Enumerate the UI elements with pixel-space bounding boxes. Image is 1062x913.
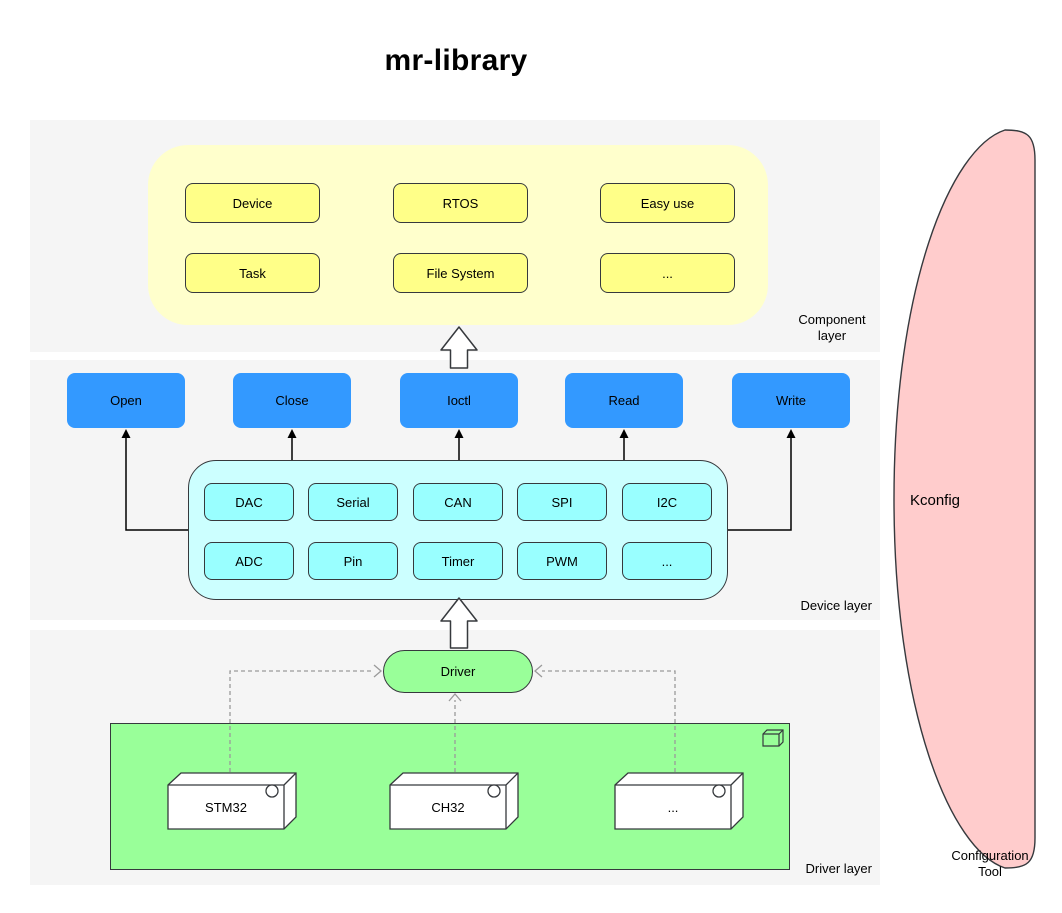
device-box-spi: SPI bbox=[517, 483, 607, 521]
mcu-chip-label: STM32 bbox=[205, 799, 247, 815]
device-box-pwm: PWM bbox=[517, 542, 607, 580]
mcu-chip-label: ... bbox=[667, 799, 679, 815]
cube-shape-icon bbox=[389, 772, 519, 830]
component-box-task: Task bbox=[185, 253, 320, 293]
device-box-timer: Timer bbox=[413, 542, 503, 580]
component-layer-label: Component layer bbox=[798, 312, 866, 343]
driver-layer-label: Driver layer bbox=[805, 861, 872, 876]
mcu-chip-label: CH32 bbox=[431, 799, 465, 815]
component-box-rtos: RTOS bbox=[393, 183, 528, 223]
device-box-can: CAN bbox=[413, 483, 503, 521]
kconfig-label: Kconfig bbox=[909, 492, 961, 509]
device-container: DAC Serial CAN SPI I2C ADC Pin Timer PWM… bbox=[188, 460, 728, 600]
component-container: Device RTOS Easy use Task File System ..… bbox=[148, 145, 768, 325]
device-layer-band: Open Close Ioctl Read Write DAC Serial C… bbox=[30, 360, 880, 620]
api-box-close: Close bbox=[233, 373, 351, 428]
device-box-more: ... bbox=[622, 542, 712, 580]
api-box-ioctl: Ioctl bbox=[400, 373, 518, 428]
device-box-pin: Pin bbox=[308, 542, 398, 580]
driver-node: Driver bbox=[383, 650, 533, 693]
configuration-tool-label: Configuration Tool bbox=[951, 848, 1029, 879]
component-layer-band: Device RTOS Easy use Task File System ..… bbox=[30, 120, 880, 352]
cube-shape-icon bbox=[614, 772, 744, 830]
component-box-device: Device bbox=[185, 183, 320, 223]
device-box-dac: DAC bbox=[204, 483, 294, 521]
api-box-write: Write bbox=[732, 373, 850, 428]
component-box-more: ... bbox=[600, 253, 735, 293]
module-cube-icon bbox=[762, 729, 784, 747]
diagram-title: mr-library bbox=[384, 44, 528, 77]
kconfig-shape bbox=[893, 129, 1036, 869]
device-box-i2c: I2C bbox=[622, 483, 712, 521]
api-box-open: Open bbox=[67, 373, 185, 428]
component-box-easy-use: Easy use bbox=[600, 183, 735, 223]
mcu-chip-more: ... bbox=[614, 772, 744, 830]
mcu-chip-stm32: STM32 bbox=[167, 772, 297, 830]
device-layer-label: Device layer bbox=[800, 598, 872, 613]
component-box-filesystem: File System bbox=[393, 253, 528, 293]
cube-shape-icon bbox=[167, 772, 297, 830]
mcu-chip-ch32: CH32 bbox=[389, 772, 519, 830]
driver-layer-band: Driver STM32 CH32 bbox=[30, 630, 880, 885]
api-box-read: Read bbox=[565, 373, 683, 428]
device-box-adc: ADC bbox=[204, 542, 294, 580]
device-box-serial: Serial bbox=[308, 483, 398, 521]
